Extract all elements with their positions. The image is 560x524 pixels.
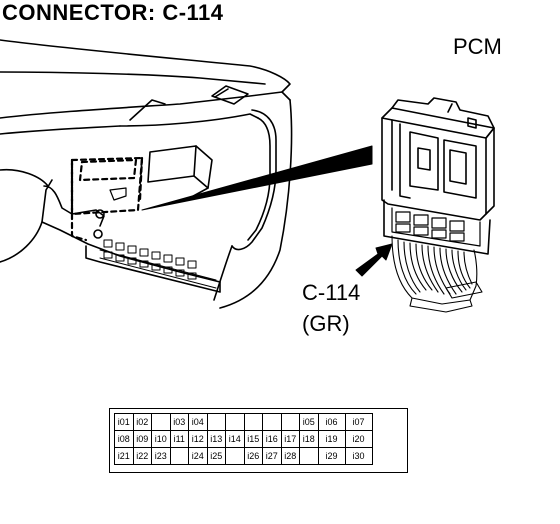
pin-cell-empty	[280, 413, 300, 431]
pin-cell: i15	[243, 430, 263, 448]
pin-cell: i08	[114, 430, 134, 448]
pin-cell-empty	[151, 413, 171, 431]
pin-row: i08 i09 i10 i11 i12 i13 i14 i15 i16 i17 …	[114, 430, 373, 448]
connector-arrow	[355, 243, 393, 277]
connector-face-outline	[109, 408, 408, 473]
pin-cell-empty	[225, 447, 245, 465]
pin-cell: i14	[225, 430, 245, 448]
pin-cell: i03	[169, 413, 189, 431]
pin-cell: i13	[206, 430, 226, 448]
pin-cell: i05	[299, 413, 319, 431]
wire-harness	[391, 235, 483, 313]
connector-pin-grid: i01 i02 i03 i04 i05 i06 i07 i08 i09 i10 …	[114, 413, 373, 465]
pin-cell: i22	[132, 447, 152, 465]
pin-cell: i30	[344, 447, 373, 465]
pin-cell-empty	[206, 413, 226, 431]
pin-cell: i26	[243, 447, 263, 465]
pin-cell: i12	[188, 430, 208, 448]
pin-cell: i09	[132, 430, 152, 448]
pin-cell: i10	[151, 430, 171, 448]
pin-row: i21 i22 i23 i24 i25 i26 i27 i28 i29 i30	[114, 447, 373, 465]
pin-cell-empty	[299, 447, 319, 465]
pin-cell-empty	[225, 413, 245, 431]
pin-cell: i21	[114, 447, 134, 465]
pin-cell-empty	[243, 413, 263, 431]
connector-id-label: C-114	[302, 280, 361, 305]
pin-cell: i24	[188, 447, 208, 465]
diagram-title: CONNECTOR: C-114	[2, 0, 224, 25]
pin-cell: i06	[317, 413, 346, 431]
pin-cell-empty	[262, 413, 282, 431]
pin-cell: i27	[262, 447, 282, 465]
pin-cell: i07	[344, 413, 373, 431]
pin-cell: i19	[317, 430, 346, 448]
pin-cell: i02	[132, 413, 152, 431]
pin-row: i01 i02 i03 i04 i05 i06 i07	[114, 413, 373, 431]
pin-cell: i25	[206, 447, 226, 465]
pcm-location-callout	[70, 156, 144, 242]
pin-cell: i01	[114, 413, 134, 431]
pin-cell: i29	[317, 447, 346, 465]
pin-cell: i11	[169, 430, 189, 448]
pin-cell: i18	[299, 430, 319, 448]
pin-cell: i04	[188, 413, 208, 431]
pin-cell: i17	[280, 430, 300, 448]
pin-cell: i16	[262, 430, 282, 448]
pin-cell: i23	[151, 447, 171, 465]
pin-cell-empty	[169, 447, 189, 465]
pin-cell: i20	[344, 430, 373, 448]
leader-wedge	[141, 145, 373, 211]
pcm-label: PCM	[453, 34, 502, 59]
connector-color-label: (GR)	[302, 311, 350, 336]
pcm-module	[381, 97, 495, 255]
dashboard-drawing	[0, 39, 293, 309]
pin-cell: i28	[280, 447, 300, 465]
